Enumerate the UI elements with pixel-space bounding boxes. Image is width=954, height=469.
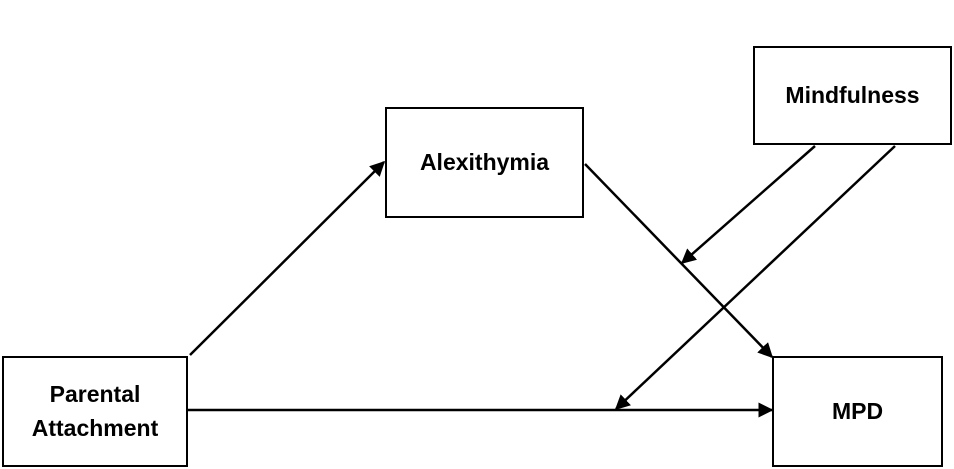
parental-attachment-box: Parental Attachment xyxy=(2,356,188,467)
parental-attachment-label: Parental Attachment xyxy=(32,378,159,445)
arrow-mindfulness-to-direct-path xyxy=(614,145,896,411)
alexithymia-label: Alexithymia xyxy=(419,148,550,175)
arrow-alexithymia-to-mpd xyxy=(584,163,774,359)
mpd-label: MPD xyxy=(831,397,884,424)
alexithymia-box: Alexithymia xyxy=(385,107,584,218)
mindfulness-label: Mindfulness xyxy=(785,81,920,108)
mpd-box: MPD xyxy=(772,356,943,467)
arrow-parental-to-alexithymia xyxy=(189,160,386,356)
parental-attachment-line1: Parental xyxy=(49,381,141,408)
mindfulness-box: Mindfulness xyxy=(753,46,952,145)
arrow-mindfulness-to-indirect-path xyxy=(680,145,816,264)
parental-attachment-line2: Attachment xyxy=(31,414,159,441)
